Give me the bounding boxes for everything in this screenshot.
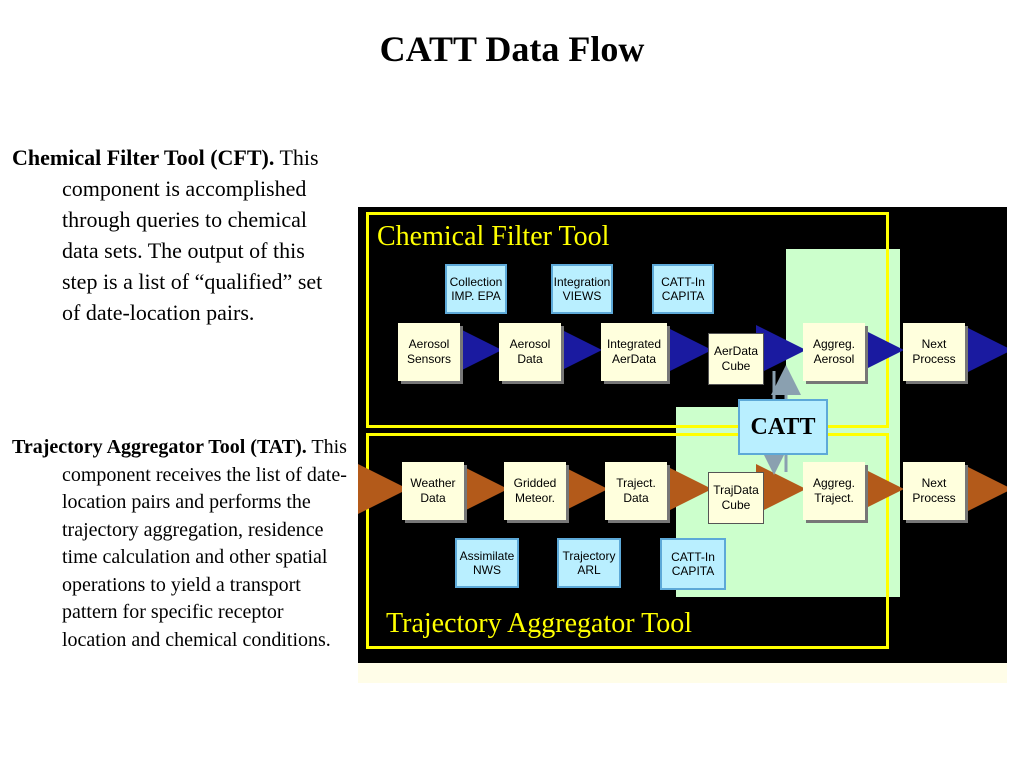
source-catt-in-capita: CATT-In CAPITA: [652, 264, 714, 314]
source-catt-in-capita-2: CATT-In CAPITA: [660, 538, 726, 590]
cft-description: Chemical Filter Tool (CFT). This compone…: [12, 142, 344, 328]
tat-panel-label: Trajectory Aggregator Tool: [386, 608, 692, 639]
cft-body: This component is accomplished through q…: [62, 145, 323, 325]
cft-panel-label: Chemical Filter Tool: [377, 221, 610, 252]
node-aerosol-sensors: Aerosol Sensors: [398, 323, 460, 381]
node-aggreg-traject: Aggreg. Traject.: [803, 462, 865, 520]
node-catt: CATT: [738, 399, 828, 455]
source-assimilate-nws: Assimilate NWS: [455, 538, 519, 588]
node-aggreg-aerosol: Aggreg. Aerosol: [803, 323, 865, 381]
source-trajectory-arl: Trajectory ARL: [557, 538, 621, 588]
tat-heading: Trajectory Aggregator Tool (TAT).: [12, 436, 307, 458]
node-traject-data: Traject. Data: [605, 462, 667, 520]
node-integrated-aerdata: Integrated AerData: [601, 323, 667, 381]
node-next-process-1: Next Process: [903, 323, 965, 381]
diagram-footer-strip: [358, 663, 1007, 683]
node-next-process-2: Next Process: [903, 462, 965, 520]
tat-description: Trajectory Aggregator Tool (TAT). This c…: [12, 434, 348, 654]
cft-panel: [366, 212, 889, 428]
tat-panel: [366, 433, 889, 649]
node-aerosol-data: Aerosol Data: [499, 323, 561, 381]
source-integration-views: Integration VIEWS: [551, 264, 613, 314]
node-gridded-meteor: Gridded Meteor.: [504, 462, 566, 520]
data-flow-diagram: Chemical Filter Tool Trajectory Aggregat…: [358, 207, 1007, 663]
node-trajdata-cube: TrajData Cube: [708, 472, 764, 524]
node-weather-data: Weather Data: [402, 462, 464, 520]
page-title: CATT Data Flow: [379, 29, 645, 69]
tat-body: This component receives the list of date…: [62, 436, 347, 651]
cft-heading: Chemical Filter Tool (CFT).: [12, 145, 275, 170]
node-aerdata-cube: AerData Cube: [708, 333, 764, 385]
source-collection-imp-epa: Collection IMP. EPA: [445, 264, 507, 314]
